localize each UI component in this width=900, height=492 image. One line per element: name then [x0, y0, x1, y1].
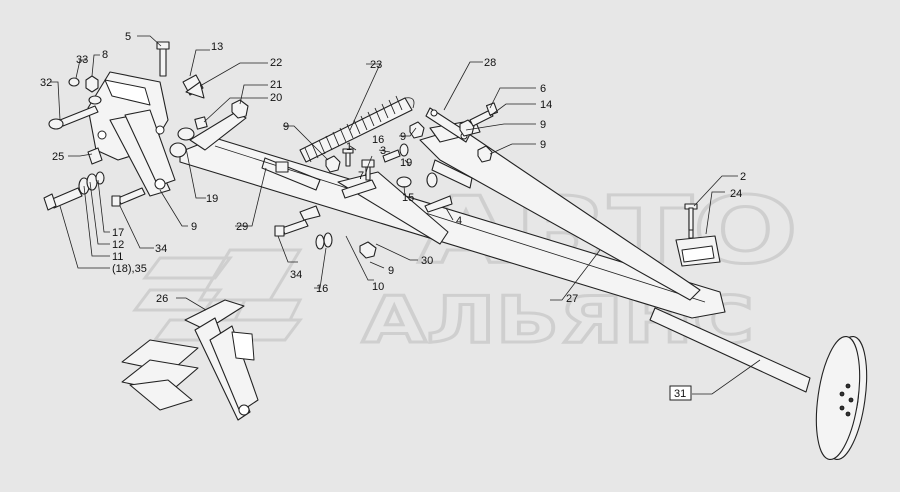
callout-9-left: 9	[191, 221, 197, 233]
callout-13: 13	[211, 41, 223, 53]
callout-24: 24	[730, 188, 742, 200]
mounting-bracket	[121, 299, 259, 421]
callout-31-box: 31	[669, 385, 692, 401]
callout-11: 11	[112, 251, 123, 263]
callout-labels: 5 13 22 21 20 33 8 32 25 23 28 6 14 9 9 …	[40, 31, 746, 305]
callout-25: 25	[52, 151, 64, 163]
clamp-part	[675, 203, 721, 267]
main-frame-beam	[179, 111, 726, 319]
left-bracket-assembly	[87, 71, 176, 197]
tension-spring	[299, 95, 415, 163]
disc-wheel-assembly	[649, 307, 868, 461]
callout-9-spring: 9	[283, 121, 289, 133]
callout-2: 2	[740, 171, 746, 183]
watermark-logo-icon	[132, 248, 303, 342]
callout-7: 7	[358, 170, 364, 182]
callout-18-35: (18),35	[112, 263, 147, 275]
callout-8: 8	[102, 49, 108, 61]
callout-16-lower: 16	[316, 283, 328, 295]
callout-27: 27	[566, 293, 578, 305]
callout-15: 15	[402, 192, 414, 204]
callout-34-lower: 34	[290, 269, 302, 281]
callout-29: 29	[236, 221, 248, 233]
leader-lines	[50, 35, 761, 395]
callout-12: 12	[112, 239, 124, 251]
callout-5: 5	[125, 31, 131, 43]
callout-9-right-upper: 9	[540, 119, 546, 131]
callout-28: 28	[484, 57, 496, 69]
callout-6: 6	[540, 83, 546, 95]
callout-33: 33	[76, 54, 88, 66]
callout-32: 32	[40, 77, 52, 89]
callout-3: 3	[380, 145, 386, 157]
callout-4: 4	[456, 215, 462, 227]
callout-16: 16	[372, 134, 384, 146]
callout-9-center: 9	[388, 265, 394, 277]
callout-14: 14	[540, 99, 552, 111]
pin-32	[48, 105, 99, 130]
hardware-parts	[43, 41, 694, 259]
callout-34-upper: 34	[155, 243, 167, 255]
callout-31: 31	[674, 388, 686, 400]
callout-9-mid: 9	[400, 131, 406, 143]
callout-17: 17	[112, 227, 124, 239]
callout-26: 26	[156, 293, 168, 305]
callout-20: 20	[270, 92, 282, 104]
callout-19-left: 19	[206, 193, 218, 205]
callout-9-right-lower: 9	[540, 139, 546, 151]
callout-21: 21	[270, 79, 282, 91]
callout-1: 1	[346, 141, 352, 153]
callout-23: 23	[370, 59, 382, 71]
callout-30: 30	[421, 255, 433, 267]
callout-19-mid: 19	[400, 157, 412, 169]
callout-10: 10	[372, 281, 384, 293]
callout-22: 22	[270, 57, 282, 69]
